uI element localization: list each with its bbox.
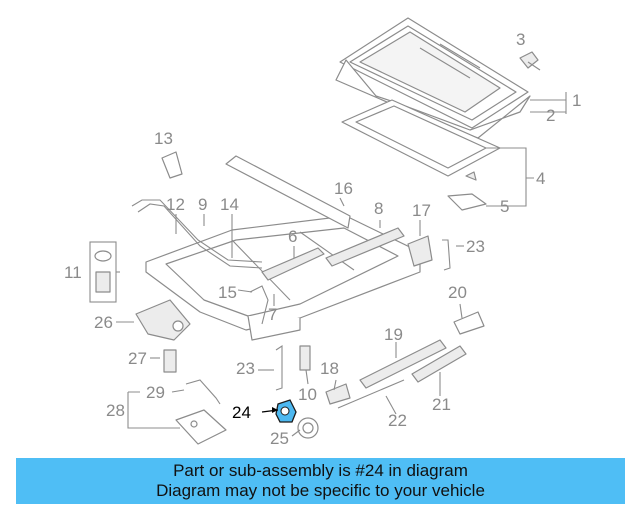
callout-9: 9 [198,195,207,214]
guide-rail-6-part [261,247,325,281]
callout-29: 29 [146,383,165,402]
callout-6: 6 [288,227,297,246]
bracket-18-part [325,383,351,405]
banner-line-1: Part or sub-assembly is #24 in diagram [173,461,468,480]
callout-1: 1 [572,91,581,110]
leader-lines [116,92,567,437]
bracket-17-part [407,235,433,267]
callout-22: 22 [388,411,407,430]
callout-8: 8 [374,199,383,218]
grommet-part [89,241,117,303]
screw-27-part [163,349,177,373]
callout-24-highlight: 24 [232,403,251,422]
seal-13-part [161,151,183,179]
ring-25-part [297,417,319,439]
plate-28-part [175,409,227,445]
roof-rail-part [225,155,351,229]
callout-17: 17 [412,201,431,220]
callout-7: 7 [268,305,277,324]
banner-line-2: Diagram may not be specific to your vehi… [156,481,485,500]
info-banner: Part or sub-assembly is #24 in diagram D… [16,458,625,504]
motor-part [135,299,191,341]
callout-3: 3 [516,30,525,49]
callout-20: 20 [448,283,467,302]
callout-23b: 23 [466,237,485,256]
cable-22-part [337,379,405,409]
guide-rail-8-part [325,227,405,267]
callout-19: 19 [384,325,403,344]
highlighted-part-24 [275,399,297,423]
clip-part [447,171,487,211]
callout-25: 25 [270,429,289,448]
callout-21: 21 [432,395,451,414]
bracket-20-part [453,311,485,335]
rail-19-part [359,339,447,389]
callout-15: 15 [218,283,237,302]
rail-21-part [411,345,467,383]
parts-diagram: 1 2 3 4 5 6 7 8 9 10 11 12 13 14 15 16 1… [64,17,581,448]
callout-4: 4 [536,169,545,188]
screw-10-part [299,345,311,371]
bolt-part [519,51,541,71]
callout-2: 2 [546,106,555,125]
callout-11: 11 [64,263,82,282]
callout-16: 16 [334,179,353,198]
callout-5: 5 [500,197,509,216]
callout-18: 18 [320,359,339,378]
callout-23a: 23 [236,359,255,378]
callout-14: 14 [220,195,239,214]
callout-10: 10 [298,385,317,404]
glass-panel-part [339,17,529,129]
callout-27: 27 [128,349,147,368]
callout-12: 12 [166,195,185,214]
callout-28: 28 [106,401,125,420]
callout-13: 13 [154,129,173,148]
drain-hoses-part [131,199,451,391]
cable-29-part [185,379,221,405]
callout-26: 26 [94,313,113,332]
